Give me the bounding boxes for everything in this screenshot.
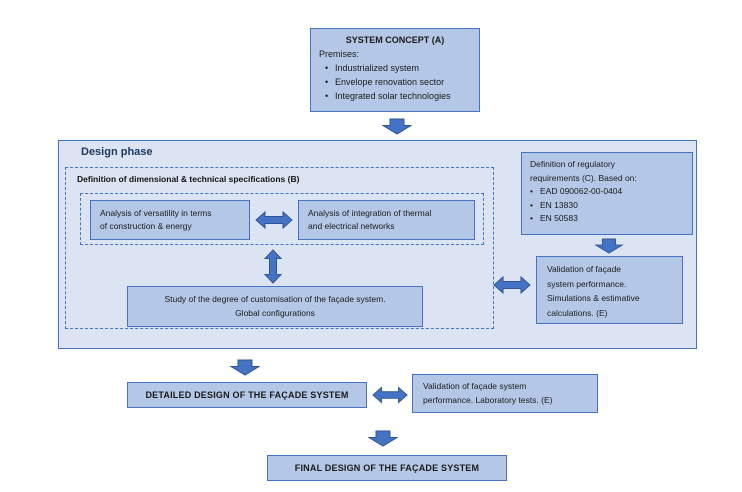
arrow-down-icon	[594, 238, 624, 254]
design-phase-label: Design phase	[81, 146, 153, 158]
standard-item: EN 50583	[522, 212, 692, 226]
premise-text: Envelope renovation sector	[335, 77, 445, 87]
system-concept-title: SYSTEM CONCEPT (A)	[345, 35, 445, 45]
validation-laboratory-box: Validation of façade system performance.…	[412, 374, 598, 413]
premise-text: Industrialized system	[335, 63, 420, 73]
system-concept-box: SYSTEM CONCEPT (A) Premises: Industriali…	[310, 28, 480, 112]
spec-b-dashed-box: Definition of dimensional & technical sp…	[65, 167, 494, 329]
arrow-down-icon	[368, 430, 398, 447]
bullet-icon	[325, 75, 335, 89]
standard-item: EN 13830	[522, 199, 692, 213]
bullet-icon	[325, 89, 335, 103]
final-design-text: FINAL DESIGN OF THE FAÇADE SYSTEM	[294, 463, 480, 473]
bullet-icon	[530, 212, 540, 226]
validation-simulations-text: Validation of façade system performance.…	[547, 264, 640, 318]
arrow-down-icon	[230, 359, 260, 376]
bullet-icon	[530, 199, 540, 213]
arrow-left-right-icon	[493, 275, 531, 295]
arrow-left-right-icon	[255, 210, 293, 230]
premise-item: Envelope renovation sector	[311, 75, 479, 89]
final-design-box: FINAL DESIGN OF THE FAÇADE SYSTEM	[267, 455, 507, 481]
regulatory-box: Definition of regulatory requirements (C…	[521, 152, 693, 235]
premise-item: Integrated solar technologies	[311, 89, 479, 103]
study-text: Study of the degree of customisation of …	[164, 294, 386, 318]
premises-label: Premises:	[319, 49, 360, 59]
arrow-down-icon	[382, 118, 412, 135]
premise-text: Integrated solar technologies	[335, 91, 451, 101]
versatility-text: Analysis of versatility in terms of cons…	[100, 207, 212, 232]
regulatory-standards: EAD 090062-00-0404 EN 13830 EN 50583	[522, 185, 692, 226]
detailed-design-text: DETAILED DESIGN OF THE FAÇADE SYSTEM	[145, 390, 349, 400]
premise-item: Industrialized system	[311, 61, 479, 75]
integration-box: Analysis of integration of thermal and e…	[298, 200, 475, 240]
standard-text: EAD 090062-00-0404	[540, 186, 623, 196]
arrow-left-right-icon	[372, 386, 408, 404]
bullet-icon	[530, 185, 540, 199]
validation-laboratory-text: Validation of façade system performance.…	[423, 381, 553, 405]
standard-item: EAD 090062-00-0404	[522, 185, 692, 199]
validation-simulations-box: Validation of façade system performance.…	[536, 256, 683, 324]
detailed-design-box: DETAILED DESIGN OF THE FAÇADE SYSTEM	[127, 382, 367, 408]
versatility-box: Analysis of versatility in terms of cons…	[90, 200, 250, 240]
bullet-icon	[325, 61, 335, 75]
study-box: Study of the degree of customisation of …	[127, 286, 423, 327]
standard-text: EN 50583	[540, 213, 578, 223]
design-phase-container: Design phase Definition of dimensional &…	[58, 140, 697, 349]
spec-b-label: Definition of dimensional & technical sp…	[77, 174, 300, 184]
arrow-up-down-icon	[263, 249, 283, 284]
regulatory-intro: Definition of regulatory requirements (C…	[530, 159, 637, 183]
analysis-dashed-box: Analysis of versatility in terms of cons…	[80, 193, 484, 245]
integration-text: Analysis of integration of thermal and e…	[308, 207, 432, 232]
standard-text: EN 13830	[540, 199, 578, 210]
